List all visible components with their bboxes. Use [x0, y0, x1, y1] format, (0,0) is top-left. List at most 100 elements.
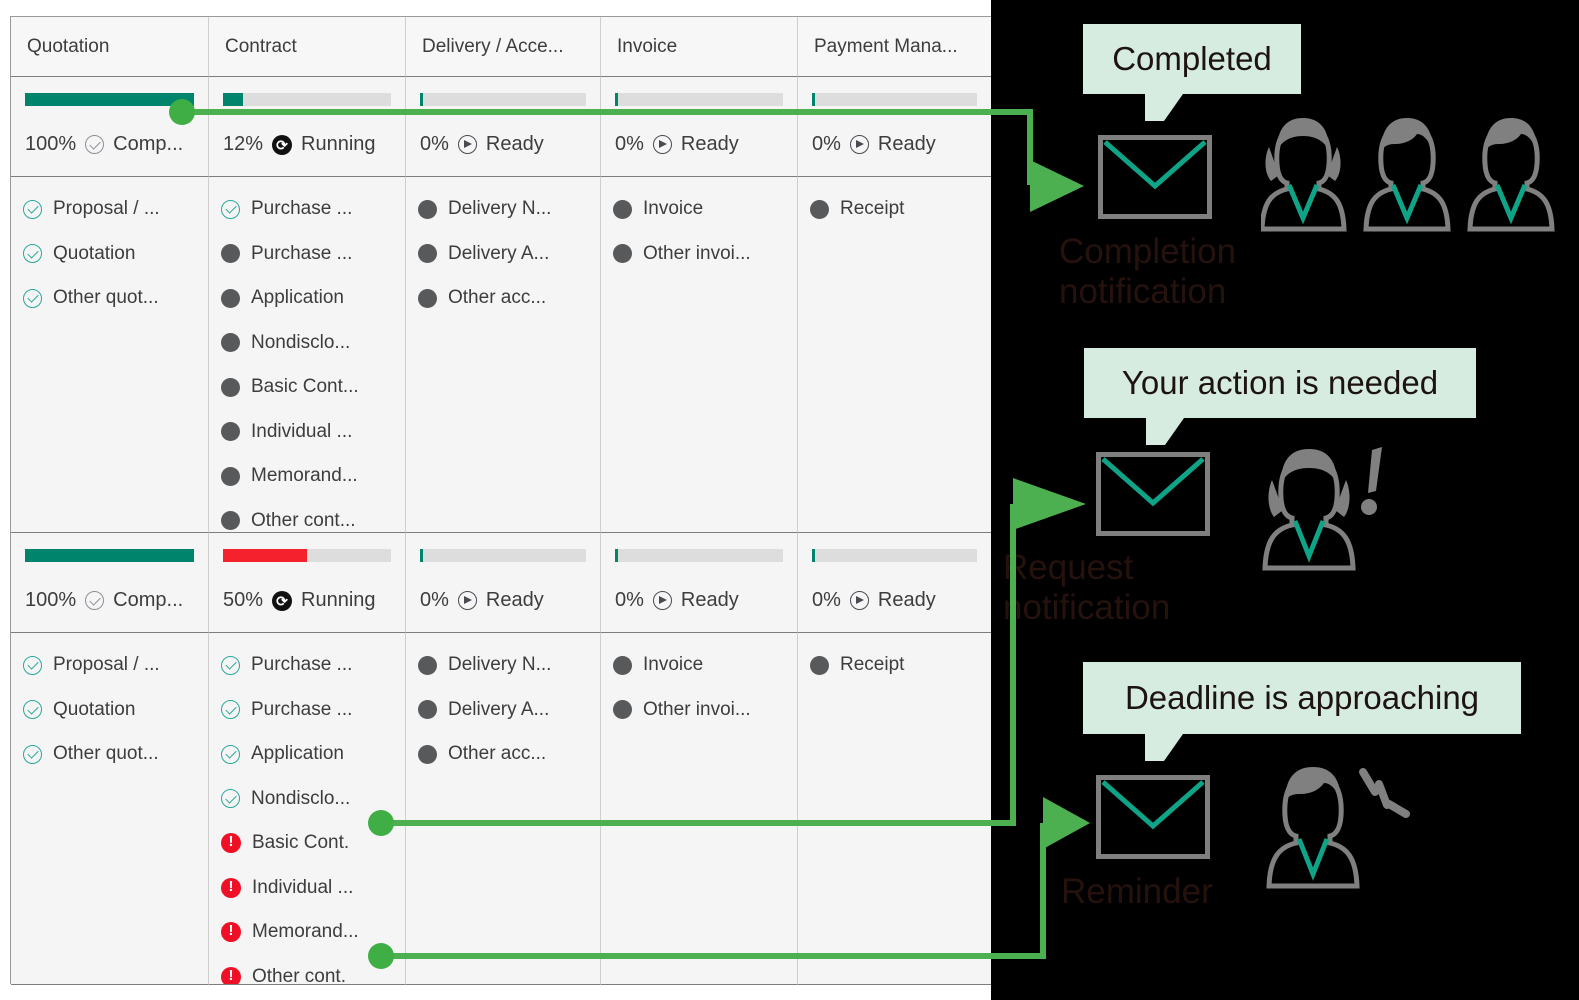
task-item-label: Basic Cont...: [251, 376, 359, 398]
task-item-label: Proposal / ...: [53, 198, 160, 220]
status-cell[interactable]: 0%Ready: [601, 77, 798, 177]
column-header-label: Contract: [225, 35, 297, 57]
alert-lines-icon: [1359, 768, 1410, 818]
status-label: Ready: [485, 589, 544, 611]
task-item[interactable]: Basic Cont.: [221, 821, 393, 866]
task-item[interactable]: Purchase ...: [221, 232, 393, 277]
task-item-label: Application: [251, 743, 344, 765]
task-item-label: Other cont.: [252, 965, 346, 985]
task-item[interactable]: Receipt: [810, 643, 979, 688]
status-line: 0%Ready: [420, 589, 586, 612]
column-header-quotation[interactable]: Quotation: [11, 17, 209, 77]
progress-bar: [812, 93, 977, 106]
task-item[interactable]: Nondisclo...: [221, 777, 393, 822]
task-item-label: Delivery A...: [448, 698, 550, 720]
task-item[interactable]: Other acc...: [418, 276, 588, 321]
task-item[interactable]: Memorand...: [221, 454, 393, 499]
task-item[interactable]: Other cont...: [221, 499, 393, 533]
status-label: Ready: [485, 133, 544, 155]
task-list: Receipt: [798, 177, 992, 533]
task-item-label: Other quot...: [53, 287, 159, 309]
progress-bar: [223, 549, 391, 562]
task-item[interactable]: Other quot...: [23, 732, 196, 777]
task-item[interactable]: Delivery A...: [418, 688, 588, 733]
task-item[interactable]: Memorand...: [221, 910, 393, 955]
task-item-label: Purchase ...: [251, 654, 353, 676]
task-item[interactable]: Application: [221, 732, 393, 777]
task-item[interactable]: Delivery N...: [418, 643, 588, 688]
task-item[interactable]: Delivery A...: [418, 232, 588, 277]
task-item[interactable]: Purchase ...: [221, 187, 393, 232]
task-item[interactable]: Other invoi...: [613, 232, 785, 277]
column-header-delivery[interactable]: Delivery / Acce...: [406, 17, 601, 77]
task-item[interactable]: Purchase ...: [221, 643, 393, 688]
task-done-icon: [23, 744, 42, 764]
status-cell[interactable]: 0%Ready: [798, 533, 992, 633]
column-header-invoice[interactable]: Invoice: [601, 17, 798, 77]
task-item[interactable]: Other quot...: [23, 276, 196, 321]
status-cell[interactable]: 0%Ready: [406, 77, 601, 177]
task-done-icon: [23, 244, 42, 264]
task-pending-icon: [418, 700, 437, 720]
task-item[interactable]: Proposal / ...: [23, 643, 196, 688]
callout-text: Your action is needed: [1121, 364, 1439, 401]
task-list: Receipt: [798, 633, 992, 985]
task-item[interactable]: Proposal / ...: [23, 187, 196, 232]
status-cell[interactable]: 0%Ready: [798, 77, 992, 177]
task-item-label: Proposal / ...: [53, 654, 160, 676]
status-cell[interactable]: 100%Comp...: [11, 533, 209, 633]
task-item-label: Other invoi...: [643, 698, 751, 720]
task-item[interactable]: Basic Cont...: [221, 365, 393, 410]
task-item-label: Other acc...: [448, 743, 547, 765]
progress-bar: [420, 549, 586, 562]
avatar-group-completion: [1261, 118, 1555, 232]
task-pending-icon: [613, 655, 632, 675]
task-alert-icon: [221, 921, 241, 943]
task-item[interactable]: Other acc...: [418, 732, 588, 777]
column-header-label: Invoice: [617, 35, 678, 57]
status-cell[interactable]: 0%Ready: [406, 533, 601, 633]
task-pending-icon: [221, 244, 240, 264]
check-circle-icon: [85, 591, 105, 610]
status-cell[interactable]: 0%Ready: [601, 533, 798, 633]
task-item[interactable]: Receipt: [810, 187, 979, 232]
task-alert-icon: [221, 966, 241, 984]
task-item-label: Quotation: [53, 242, 136, 264]
column-header-label: Quotation: [27, 35, 110, 57]
task-item-label: Memorand...: [251, 465, 358, 487]
task-item[interactable]: Individual ...: [221, 866, 393, 911]
callout-text: Completed: [1112, 40, 1272, 77]
progress-grid: Quotation Contract Delivery / Acce... In…: [10, 16, 992, 985]
status-cell[interactable]: 50%⟳Running: [209, 533, 406, 633]
task-item[interactable]: Other invoi...: [613, 688, 785, 733]
task-item[interactable]: Application: [221, 276, 393, 321]
status-cell[interactable]: 12%⟳Running: [209, 77, 406, 177]
ready-play-icon: [457, 135, 477, 154]
status-line: 0%Ready: [615, 589, 783, 612]
task-pending-icon: [221, 422, 240, 442]
status-cell[interactable]: 100%Comp...: [11, 77, 209, 177]
task-item[interactable]: Individual ...: [221, 410, 393, 455]
progress-percent: 0%: [812, 133, 841, 155]
task-item-label: Memorand...: [252, 921, 359, 943]
task-item[interactable]: Quotation: [23, 688, 196, 733]
task-item[interactable]: Purchase ...: [221, 688, 393, 733]
task-item-label: Receipt: [840, 654, 905, 676]
task-item[interactable]: Delivery N...: [418, 187, 588, 232]
column-header-payment[interactable]: Payment Mana...: [798, 17, 992, 77]
task-pending-icon: [221, 466, 240, 486]
column-header-contract[interactable]: Contract: [209, 17, 406, 77]
task-item[interactable]: Quotation: [23, 232, 196, 277]
task-item[interactable]: Invoice: [613, 187, 785, 232]
ready-play-icon: [652, 591, 672, 610]
progress-percent: 0%: [615, 133, 644, 155]
task-item[interactable]: Nondisclo...: [221, 321, 393, 366]
task-item[interactable]: Other cont.: [221, 955, 393, 985]
task-item[interactable]: Invoice: [613, 643, 785, 688]
progress-percent: 100%: [25, 589, 77, 611]
task-pending-icon: [613, 700, 632, 720]
status-label: Ready: [877, 589, 936, 611]
